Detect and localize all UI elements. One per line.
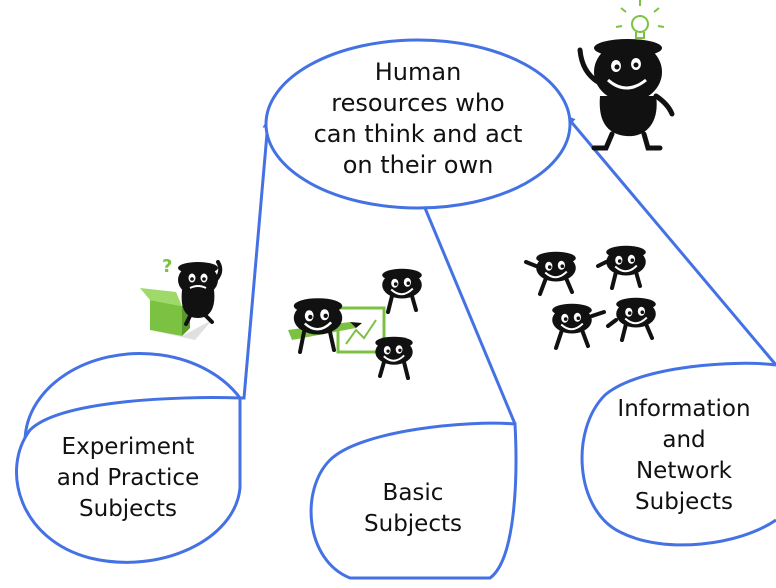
basic-line-2: Subjects <box>364 511 462 537</box>
lightbulb-character-icon <box>577 0 675 151</box>
connector-experiment <box>240 118 273 400</box>
information-line-3: Network <box>636 458 733 484</box>
information-line-2: and <box>662 427 705 453</box>
goal-line-1: Human <box>375 58 462 86</box>
subject-node-information: Information and Network Subjects <box>580 361 776 547</box>
information-line-4: Subjects <box>635 489 733 515</box>
goal-line-2: resources who <box>331 89 504 117</box>
goal-node: Human resources who can think and act on… <box>264 38 572 210</box>
experiment-line-2: and Practice <box>57 465 199 491</box>
question-box-character-icon: ? <box>140 256 223 340</box>
drawing-team-characters-icon <box>288 267 423 380</box>
basic-line-1: Basic <box>383 480 444 506</box>
subject-node-basic: Basic Subjects <box>309 421 518 580</box>
subject-node-experiment: Experiment and Practice Subjects <box>15 352 242 564</box>
svg-text:?: ? <box>162 256 172 277</box>
talking-group-characters-icon <box>524 244 657 350</box>
information-line-1: Information <box>617 396 750 422</box>
connector-information <box>565 114 776 366</box>
goal-line-4: on their own <box>343 151 494 179</box>
experiment-line-3: Subjects <box>79 496 177 522</box>
connector-basic <box>417 192 517 425</box>
experiment-line-1: Experiment <box>62 434 195 460</box>
goal-line-3: can think and act <box>314 120 523 148</box>
